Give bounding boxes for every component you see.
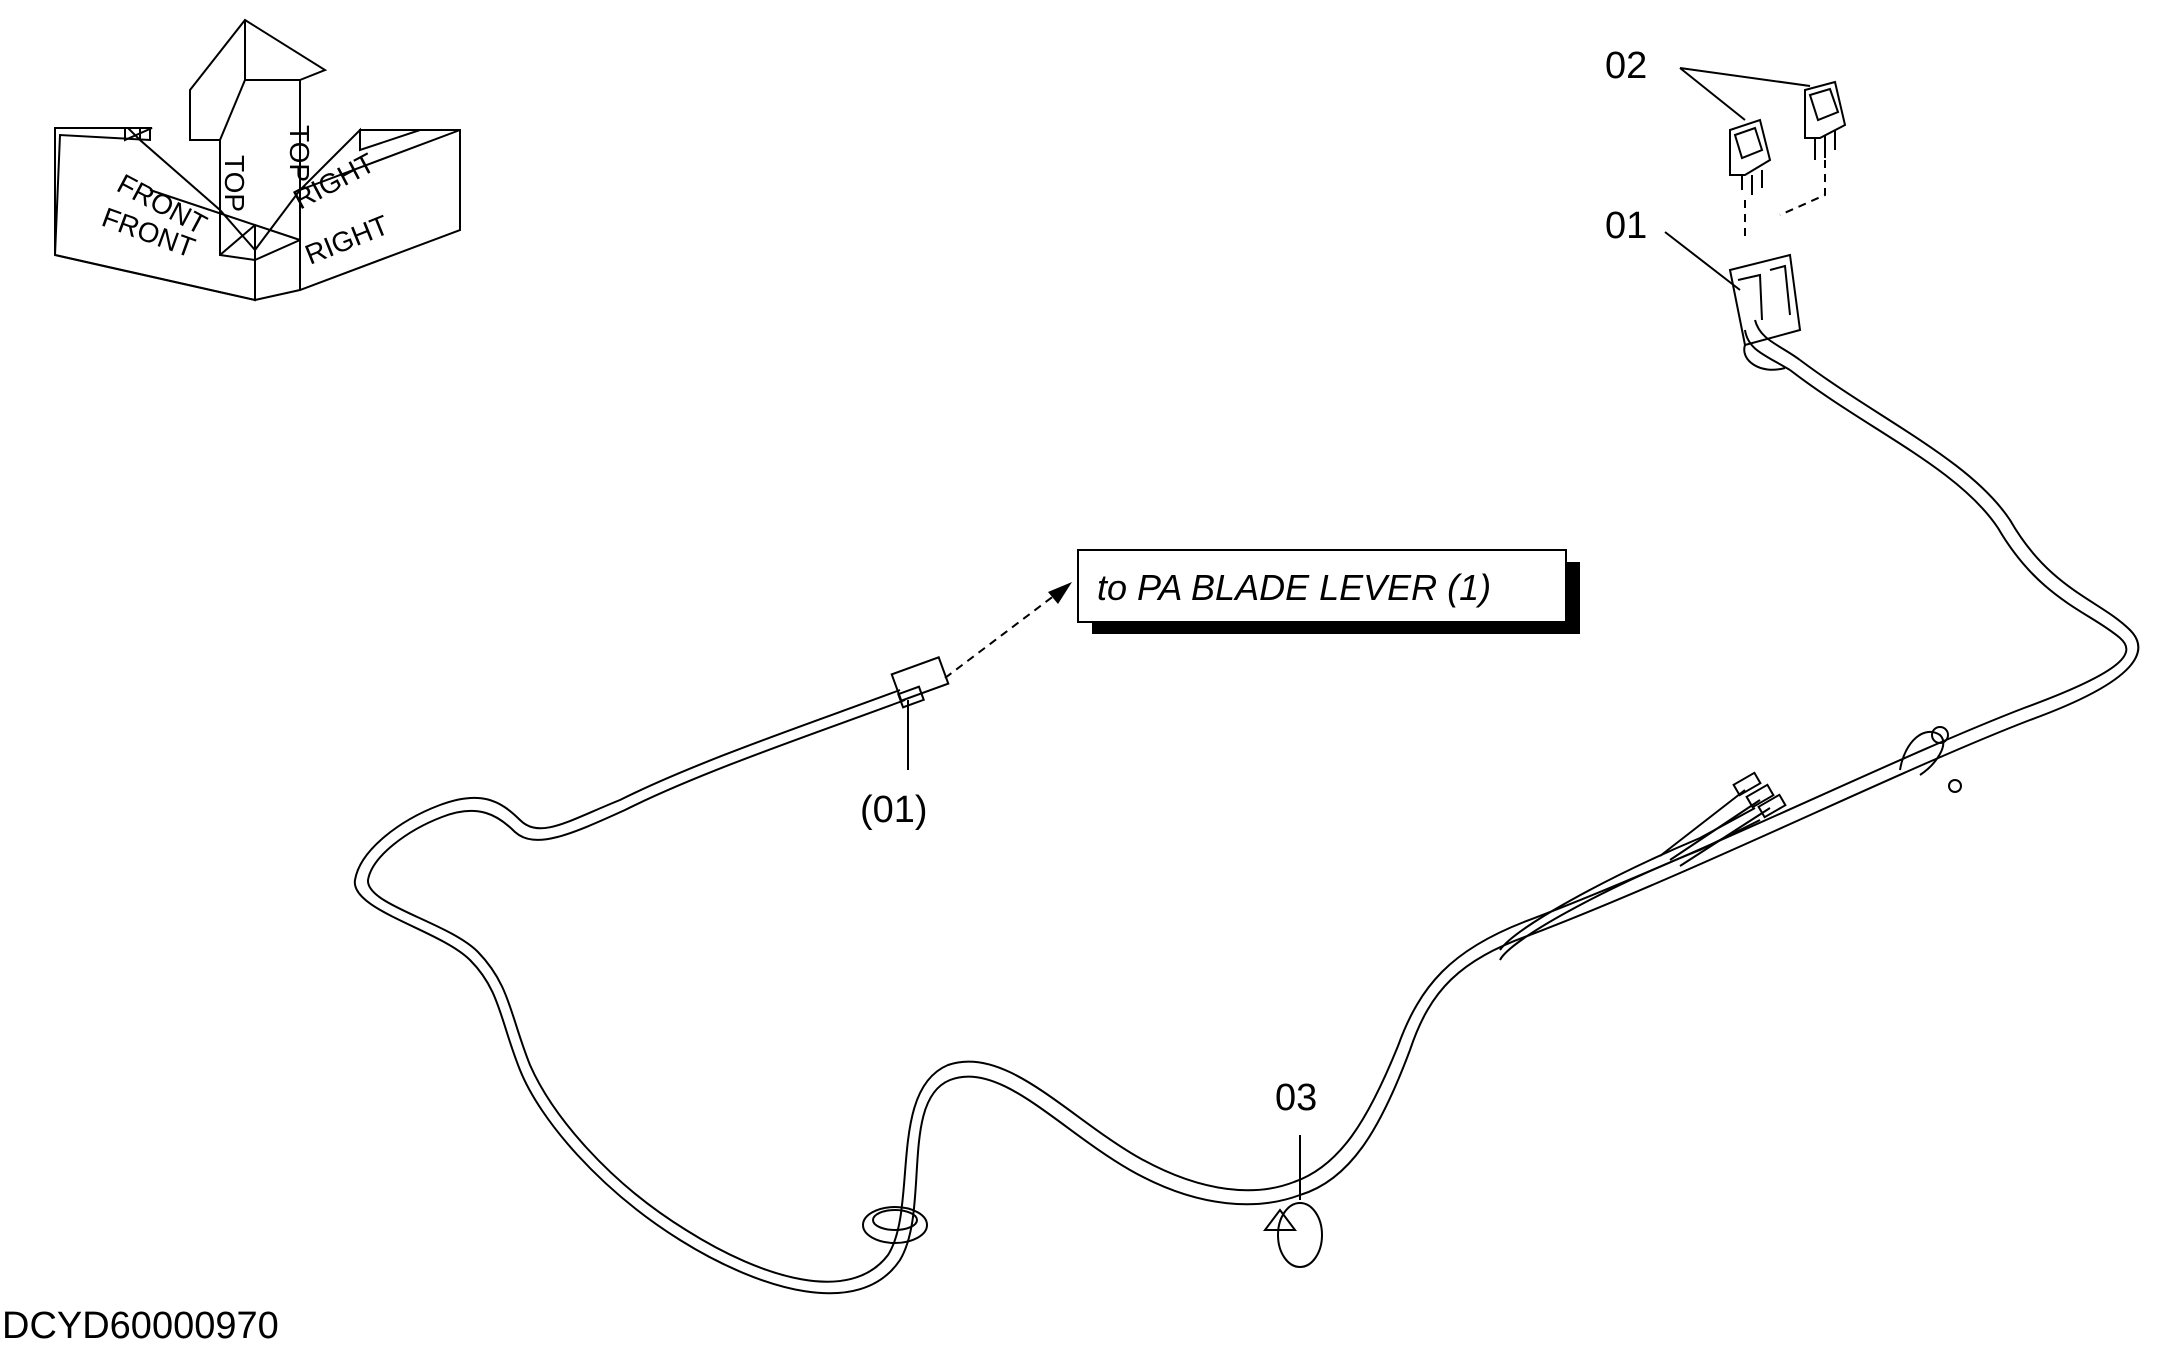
callout-box: to PA BLADE LEVER (1) — [1077, 549, 1580, 634]
callout-text: to PA BLADE LEVER (1) — [1097, 567, 1491, 608]
relay-assembly — [1728, 80, 1847, 371]
orientation-top-label-shadow: TOP — [284, 125, 315, 182]
cable-tie — [1277, 1202, 1323, 1268]
leader-lines — [907, 67, 1811, 1200]
orientation-top-label: TOP — [219, 155, 250, 212]
label-item-01-ref: (01) — [860, 789, 928, 831]
label-item-02: 02 — [1605, 45, 1647, 87]
connector-01-ref — [890, 656, 950, 702]
document-id: DCYD60000970 — [2, 1305, 279, 1345]
label-item-01: 01 — [1605, 205, 1647, 247]
grommet — [862, 1206, 928, 1244]
label-item-03: 03 — [1275, 1077, 1317, 1119]
harness-cable — [353, 319, 2140, 1295]
orientation-indicator: FRONT FRONT TOP TOP RIGHT RIGHT — [54, 18, 461, 302]
